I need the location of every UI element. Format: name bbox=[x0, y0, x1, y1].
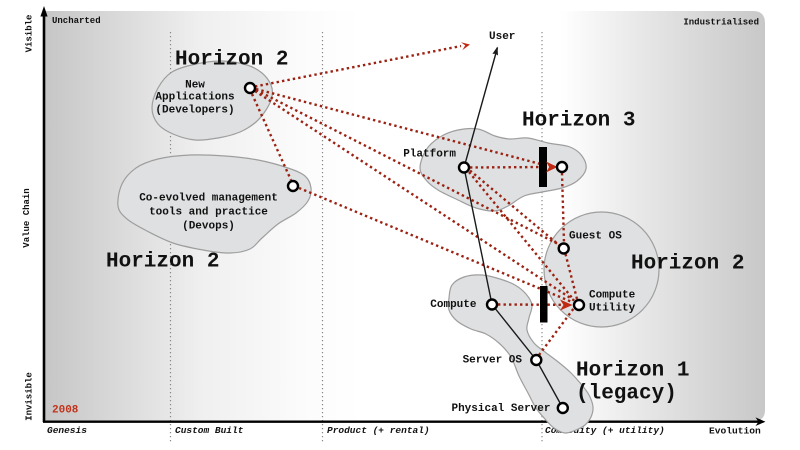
svg-text:Visible: Visible bbox=[25, 15, 35, 53]
svg-text:Invisible: Invisible bbox=[25, 372, 35, 421]
svg-text:Co-evolved management: Co-evolved management bbox=[139, 193, 278, 205]
svg-text:Commodity (+ utility): Commodity (+ utility) bbox=[545, 425, 665, 436]
svg-text:Applications: Applications bbox=[155, 92, 234, 104]
svg-text:Utility: Utility bbox=[589, 303, 636, 315]
svg-text:Server OS: Server OS bbox=[463, 355, 523, 367]
svg-text:Evolution: Evolution bbox=[709, 426, 761, 437]
svg-text:Horizon 2: Horizon 2 bbox=[106, 251, 219, 274]
svg-text:Horizon 3: Horizon 3 bbox=[522, 110, 635, 133]
svg-text:User: User bbox=[489, 31, 515, 43]
svg-text:Product (+ rental): Product (+ rental) bbox=[327, 425, 430, 436]
svg-text:Compute: Compute bbox=[430, 299, 477, 311]
svg-text:(Developers): (Developers) bbox=[155, 104, 234, 116]
svg-text:Horizon 2: Horizon 2 bbox=[631, 253, 744, 276]
svg-text:Industrialised: Industrialised bbox=[683, 18, 759, 28]
svg-text:Platform: Platform bbox=[403, 149, 456, 161]
svg-text:Custom Built: Custom Built bbox=[175, 425, 244, 436]
svg-text:(legacy): (legacy) bbox=[576, 383, 677, 406]
svg-text:Horizon 2: Horizon 2 bbox=[175, 49, 288, 72]
svg-text:tools and practice: tools and practice bbox=[149, 207, 268, 219]
svg-text:(Devops): (Devops) bbox=[182, 221, 235, 233]
svg-text:Value Chain: Value Chain bbox=[22, 188, 32, 247]
svg-text:Guest OS: Guest OS bbox=[569, 231, 622, 243]
svg-text:New: New bbox=[185, 80, 205, 92]
svg-text:Horizon 1: Horizon 1 bbox=[576, 360, 689, 383]
svg-text:Physical Server: Physical Server bbox=[451, 403, 550, 415]
svg-text:Uncharted: Uncharted bbox=[52, 16, 101, 26]
svg-text:Genesis: Genesis bbox=[47, 425, 87, 436]
svg-text:2008: 2008 bbox=[52, 405, 79, 417]
svg-text:Compute: Compute bbox=[589, 290, 636, 302]
